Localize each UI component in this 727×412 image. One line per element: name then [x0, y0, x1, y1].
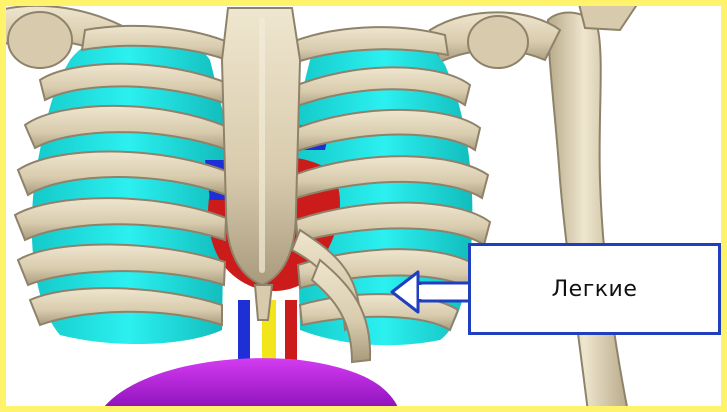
callout-label-text: Легкие	[552, 277, 638, 302]
callout-label-box: Легкие	[468, 243, 721, 335]
